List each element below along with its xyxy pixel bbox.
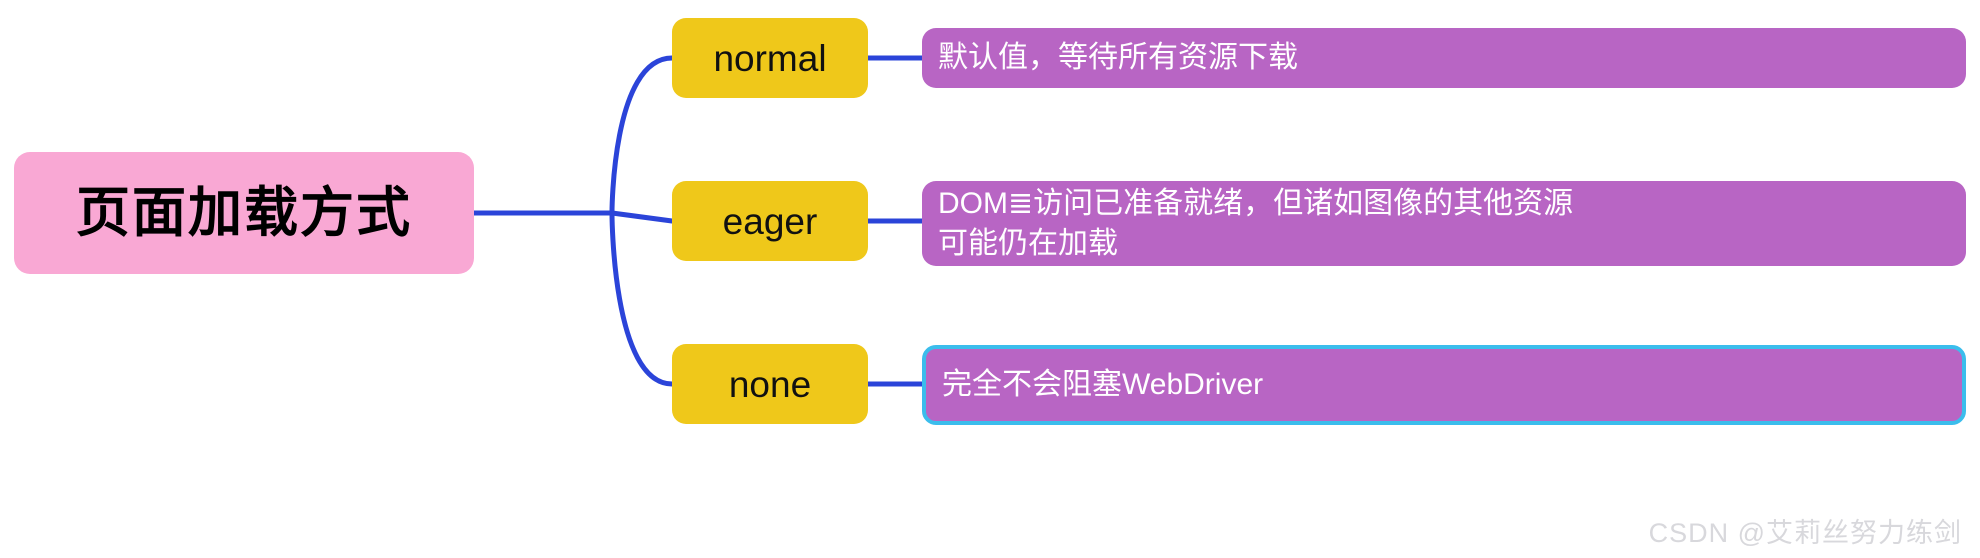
connector-root-to-normal xyxy=(609,55,675,216)
leaf-node-normal-label: 默认值，等待所有资源下载 xyxy=(938,41,1298,75)
leaf-node-eager[interactable]: DOM≣访问已准备就绪，但诸如图像的其他资源 可能仍在加载 xyxy=(922,181,1966,266)
branch-node-normal-label: normal xyxy=(713,37,827,79)
branch-node-normal[interactable]: normal xyxy=(672,18,868,98)
leaf-node-eager-label: DOM≣访问已准备就绪，但诸如图像的其他资源 可能仍在加载 xyxy=(938,186,1574,260)
leaf-node-none[interactable]: 完全不会阻塞WebDriver xyxy=(922,345,1966,425)
branch-node-none[interactable]: none xyxy=(672,344,868,424)
watermark-text: CSDN @艾莉丝努力练剑 xyxy=(1648,518,1962,548)
branch-node-none-label: none xyxy=(728,363,812,405)
leaf-node-normal[interactable]: 默认值，等待所有资源下载 xyxy=(922,28,1966,88)
leaf-node-none-label: 完全不会阻塞WebDriver xyxy=(942,368,1264,402)
root-node[interactable]: 页面加载方式 xyxy=(14,152,474,274)
branch-node-eager-label: eager xyxy=(722,200,818,242)
branch-node-eager[interactable]: eager xyxy=(672,181,868,261)
connector-root-to-eager xyxy=(609,210,675,224)
root-node-label: 页面加载方式 xyxy=(76,183,412,243)
connector-root-to-none xyxy=(609,210,675,387)
